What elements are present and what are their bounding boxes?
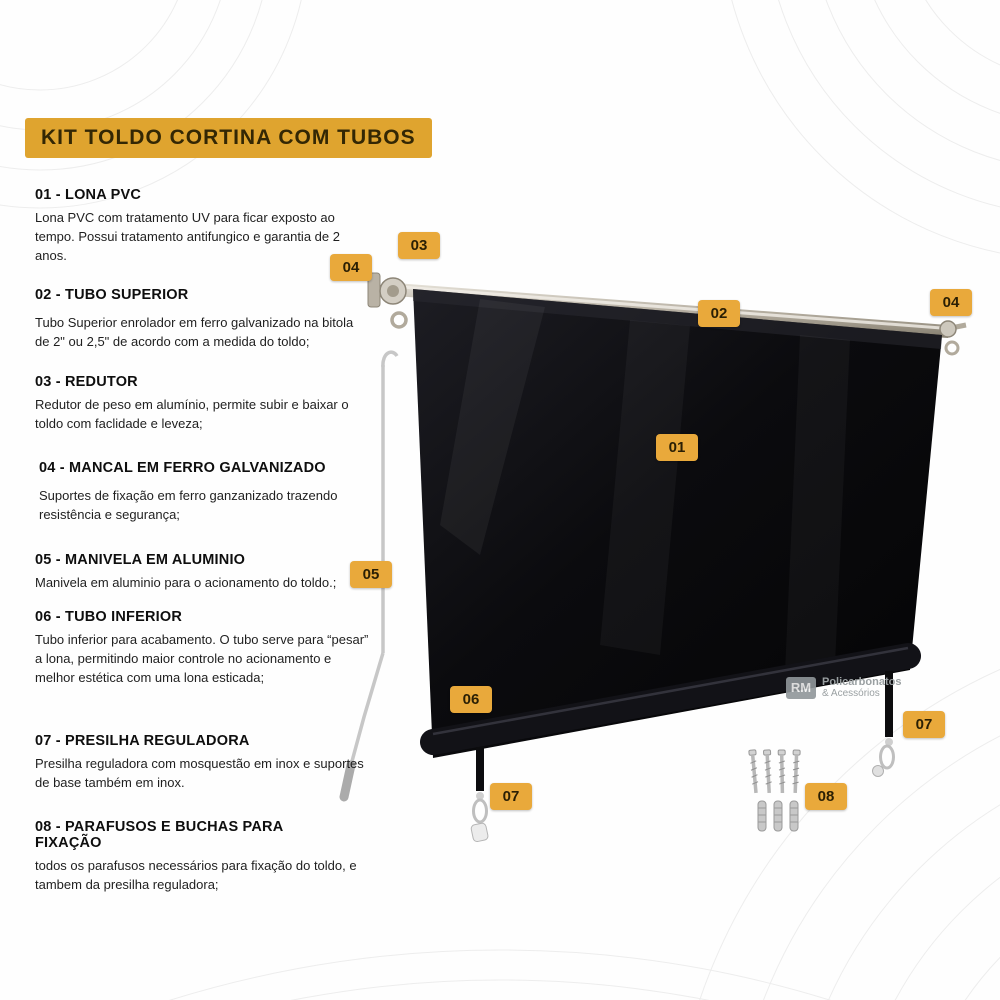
callout-08: 08 — [805, 783, 847, 810]
item-03-body: Redutor de peso em alumínio, permite sub… — [35, 397, 349, 431]
item-02-heading: 02 - TUBO SUPERIOR — [35, 287, 189, 303]
item-01-body: Lona PVC com tratamento UV para ficar ex… — [35, 210, 340, 263]
presilha-right-illustration — [872, 671, 895, 777]
tubo-inferior-illustration — [420, 643, 921, 755]
item-08-body: todos os parafusos necessários para fixa… — [35, 858, 357, 892]
lona-pvc-illustration — [413, 289, 942, 758]
item-06-tubo-inferior: 06 - TUBO INFERIOR Tubo inferior para ac… — [35, 609, 371, 688]
callout-06: 06 — [450, 686, 492, 713]
item-05-body: Manivela em aluminio para o acionamento … — [35, 575, 337, 590]
brand-name-line1: Policarbonatos — [822, 676, 902, 688]
item-01-heading: 01 - LONA PVC — [35, 187, 141, 203]
item-07-heading: 07 - PRESILHA REGULADORA — [35, 733, 250, 749]
mancal-bracket-right-illustration — [939, 320, 967, 356]
item-02-body: Tubo Superior enrolador em ferro galvani… — [35, 315, 354, 349]
brand-watermark: RM Policarbonatos & Acessórios — [786, 676, 901, 699]
callout-07-left: 07 — [490, 783, 532, 810]
parafusos-illustration — [748, 749, 801, 794]
item-07-presilha: 07 - PRESILHA REGULADORA Presilha regula… — [35, 733, 371, 793]
page-title: KIT TOLDO CORTINA COM TUBOS — [25, 118, 432, 158]
manivela-illustration — [339, 350, 399, 802]
item-03-redutor: 03 - REDUTOR Redutor de peso em alumínio… — [35, 374, 371, 434]
item-04-heading: 04 - MANCAL EM FERRO GALVANIZADO — [39, 460, 326, 476]
brand-logo: RM — [786, 676, 816, 699]
buchas-illustration — [757, 800, 799, 832]
callout-05: 05 — [350, 561, 392, 588]
item-04-body: Suportes de fixação em ferro ganzanizado… — [39, 488, 338, 522]
callout-04-right: 04 — [930, 289, 972, 316]
callout-07-right: 07 — [903, 711, 945, 738]
redutor-endcap-illustration — [367, 272, 408, 329]
item-06-heading: 06 - TUBO INFERIOR — [35, 609, 182, 625]
callout-04-left: 04 — [330, 254, 372, 281]
item-07-body: Presilha reguladora com mosquestão em in… — [35, 756, 364, 790]
product-illustration — [339, 272, 967, 843]
callout-01: 01 — [656, 434, 698, 461]
callout-03: 03 — [398, 232, 440, 259]
item-03-heading: 03 - REDUTOR — [35, 374, 138, 390]
item-01-lona-pvc: 01 - LONA PVC Lona PVC com tratamento UV… — [35, 187, 371, 266]
brand-name-line2: & Acessórios — [822, 688, 880, 700]
item-04-mancal: 04 - MANCAL EM FERRO GALVANIZADO Suporte… — [39, 460, 375, 525]
item-05-manivela: 05 - MANIVELA EM ALUMINIO Manivela em al… — [35, 552, 371, 593]
item-02-tubo-superior: 02 - TUBO SUPERIOR Tubo Superior enrolad… — [35, 287, 371, 352]
callout-02: 02 — [698, 300, 740, 327]
item-08-parafusos: 08 - PARAFUSOS E BUCHAS PARA FIXAÇÃO tod… — [35, 819, 371, 895]
item-06-body: Tubo inferior para acabamento. O tubo se… — [35, 632, 369, 685]
item-05-heading: 05 - MANIVELA EM ALUMINIO — [35, 552, 246, 568]
presilha-left-illustration — [470, 747, 489, 843]
item-08-heading: 08 - PARAFUSOS E BUCHAS PARA FIXAÇÃO — [35, 819, 283, 851]
